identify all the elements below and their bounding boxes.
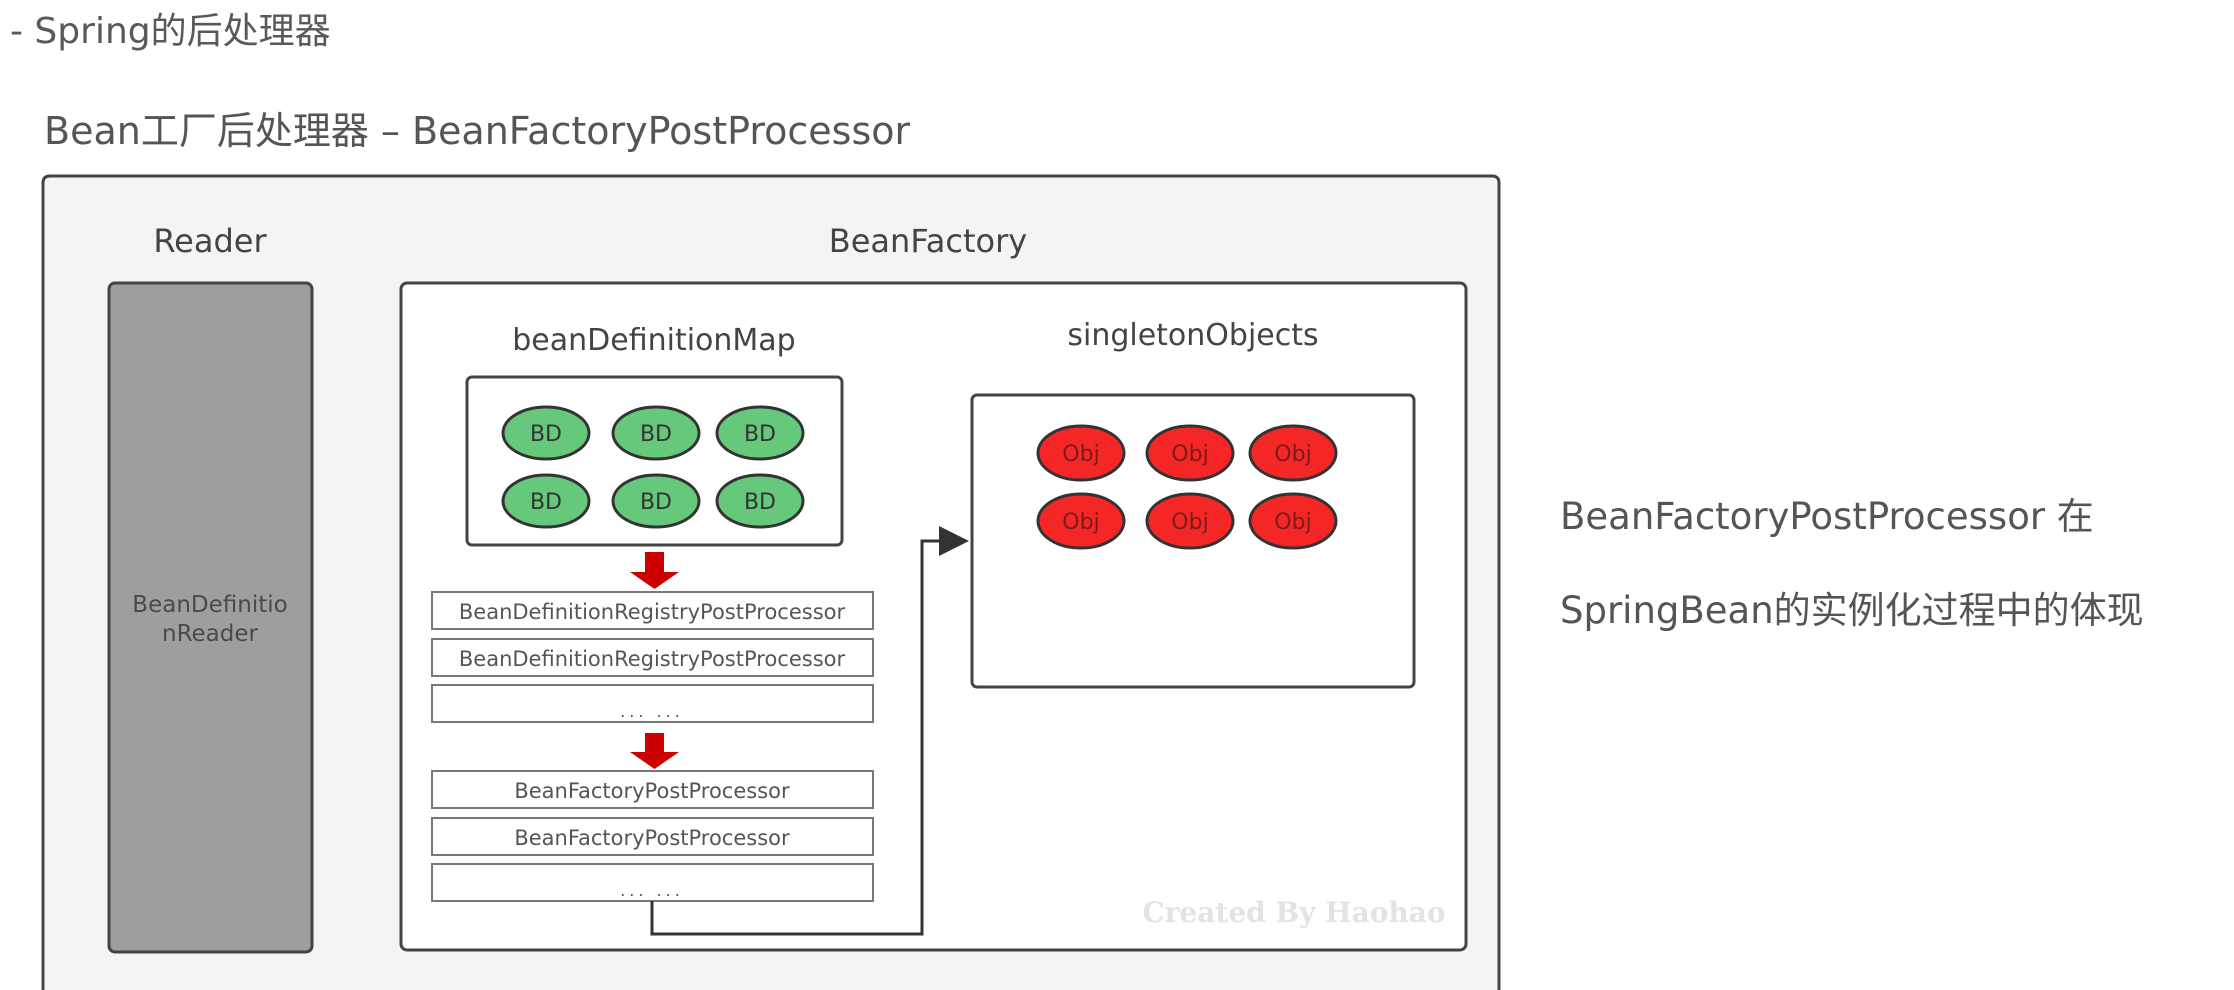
bean-definition-label: BD [530,490,562,515]
singleton-object-node: Obj [1145,424,1235,482]
bean-definition-map-title: beanDefinitionMap [512,323,795,358]
bean-definition-label: BD [640,422,672,447]
down-arrow-icon [630,552,679,589]
factory-post-processor-label: BeanFactoryPostProcessor [514,779,790,803]
bean-definition-ellipse [715,405,805,461]
registry-post-processor-label: ... ... [620,702,684,721]
bean-definition-node: BD [715,405,805,461]
bean-definition-ellipse [611,405,701,461]
factory-post-processor-box [431,770,874,809]
down-arrow-icon [630,733,679,769]
singleton-object-label: Obj [1274,510,1311,535]
bean-definition-label: BD [744,490,776,515]
singleton-object-node: Obj [1145,492,1235,550]
bean-definition-ellipse [501,473,591,529]
factory-post-processor: BeanFactoryPostProcessor [431,770,874,809]
flow-connector-arrow [650,526,969,936]
bean-definition-node: BD [611,473,701,529]
bean-definition-label: BD [744,422,776,447]
bean-definition-reader-label-line2: nReader [162,621,259,647]
singleton-object-node: Obj [1248,424,1338,482]
factory-post-processor: ... ... [431,863,874,902]
singleton-object-node: Obj [1036,492,1126,550]
watermark: Created By Haohao [1142,896,1445,929]
registry-post-processor-label: BeanDefinitionRegistryPostProcessor [459,647,846,671]
singleton-object-label: Obj [1062,442,1099,467]
singleton-object-ellipse [1248,492,1338,550]
diagram-title: Bean工厂后处理器 – BeanFactoryPostProcessor [44,109,911,153]
bean-definition-label: BD [640,490,672,515]
singleton-object-ellipse [1145,424,1235,482]
bean-definition-node: BD [501,473,591,529]
factory-post-processor-box [431,863,874,902]
bean-factory-title: BeanFactory [829,222,1027,260]
singleton-object-node: Obj [1036,424,1126,482]
bean-definition-node: BD [715,473,805,529]
bean-definition-node: BD [501,405,591,461]
singleton-objects-title: singletonObjects [1067,318,1318,353]
registry-post-processor: BeanDefinitionRegistryPostProcessor [431,591,874,630]
factory-post-processor-label: ... ... [620,881,684,900]
bean-definition-ellipse [611,473,701,529]
factory-post-processor-label: BeanFactoryPostProcessor [514,826,790,850]
bean-definition-label: BD [530,422,562,447]
singleton-object-label: Obj [1171,442,1208,467]
registry-post-processor-box [431,638,874,677]
singleton-object-label: Obj [1171,510,1208,535]
singleton-object-ellipse [1036,492,1126,550]
registry-post-processor-box [431,684,874,723]
registry-post-processor-box [431,591,874,630]
singleton-object-ellipse [1145,492,1235,550]
registry-post-processor: BeanDefinitionRegistryPostProcessor [431,638,874,677]
reader-section-title: Reader [153,222,267,260]
factory-post-processor: BeanFactoryPostProcessor [431,817,874,856]
bean-definition-reader-label-line1: BeanDefinitio [132,592,287,618]
side-note-line1: BeanFactoryPostProcessor 在 [1560,495,2094,538]
singleton-object-node: Obj [1248,492,1338,550]
bean-definition-ellipse [501,405,591,461]
factory-post-processor-box [431,817,874,856]
section-heading: - Spring的后处理器 [10,11,331,52]
side-note: BeanFactoryPostProcessor 在 SpringBean的实例… [1560,470,2220,658]
singleton-object-ellipse [1036,424,1126,482]
bean-definition-reader-box [107,281,314,954]
bean-definition-ellipse [715,473,805,529]
side-note-line2: SpringBean的实例化过程中的体现 [1560,589,2144,632]
singleton-object-label: Obj [1274,442,1311,467]
registry-post-processor: ... ... [431,684,874,723]
registry-post-processor-label: BeanDefinitionRegistryPostProcessor [459,600,846,624]
singleton-object-ellipse [1248,424,1338,482]
bean-definition-node: BD [611,405,701,461]
singleton-object-label: Obj [1062,510,1099,535]
